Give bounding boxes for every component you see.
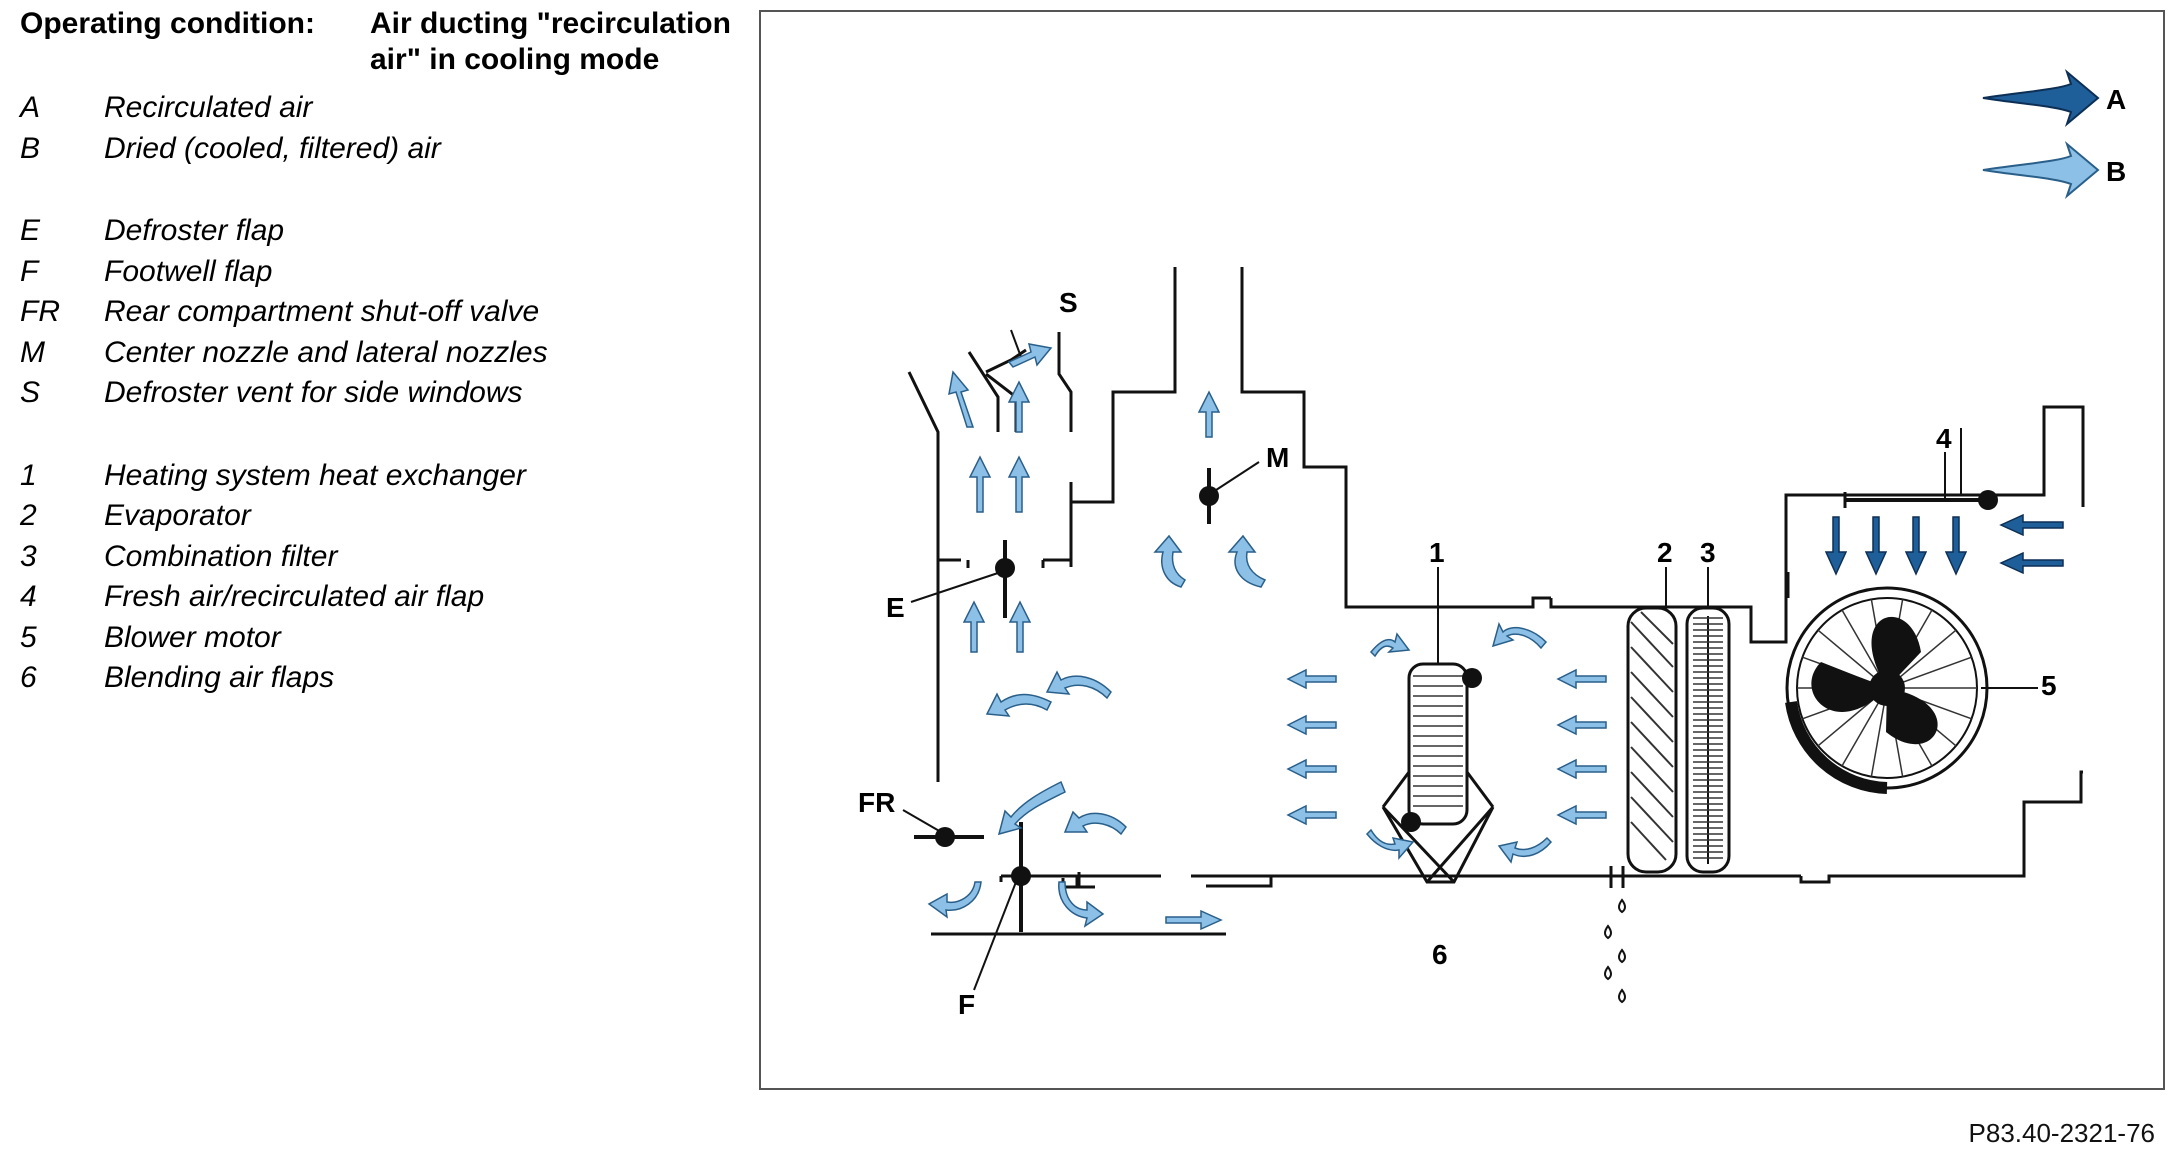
legend-key: M bbox=[20, 335, 45, 369]
label-m: M bbox=[1266, 442, 1289, 473]
airflow-diagram: A B bbox=[759, 10, 2165, 1090]
legend-key: 2 bbox=[20, 499, 37, 532]
combination-filter bbox=[1685, 606, 1731, 874]
legend-item: 1 Heating system heat exchanger bbox=[20, 456, 740, 497]
legend-key: 5 bbox=[20, 620, 37, 654]
inlet-arrows bbox=[1824, 513, 2064, 576]
label-b: B bbox=[2106, 156, 2126, 187]
flap-m bbox=[1199, 461, 1260, 524]
legend-item: F Footwell flap bbox=[20, 252, 740, 293]
legend-text: Center nozzle and lateral nozzles bbox=[104, 335, 548, 369]
legend-key: 6 bbox=[20, 661, 37, 694]
flap-f bbox=[973, 822, 1031, 991]
operating-condition-value: Air ducting "recirculation air" in cooli… bbox=[370, 7, 731, 76]
dried-air-arrows bbox=[927, 343, 1607, 931]
legend-key: 1 bbox=[20, 458, 37, 492]
blower-motor bbox=[1785, 586, 1989, 794]
label-a: A bbox=[2106, 84, 2126, 115]
legend-key: E bbox=[20, 214, 41, 247]
legend-key: F bbox=[20, 254, 39, 288]
legend-text: Evaporator bbox=[104, 499, 251, 532]
label-f: F bbox=[958, 989, 975, 1020]
flap-fr bbox=[902, 809, 984, 847]
legend-key: A bbox=[20, 91, 41, 124]
label-5: 5 bbox=[2041, 670, 2057, 701]
legend-text: Blower motor bbox=[104, 620, 281, 654]
legend-key: B bbox=[20, 131, 41, 165]
legend-item: E Defroster flap bbox=[20, 211, 740, 252]
leader-lines bbox=[1437, 452, 2038, 689]
legend-key: 4 bbox=[20, 580, 37, 613]
operating-condition-label: Operating condition: bbox=[20, 7, 315, 40]
legend-item: B Dried (cooled, filtered) air bbox=[20, 129, 740, 170]
operating-condition: Operating condition: Air ducting "recirc… bbox=[20, 6, 740, 78]
legend-text: Rear compartment shut-off valve bbox=[104, 295, 540, 328]
arrow-legend-a: A bbox=[1982, 68, 2126, 128]
label-1: 1 bbox=[1429, 537, 1445, 568]
legend-key: FR bbox=[20, 295, 60, 328]
legend-panel: Operating condition: Air ducting "recirc… bbox=[20, 6, 740, 699]
label-2: 2 bbox=[1657, 537, 1673, 568]
legend-text: Fresh air/recirculated air flap bbox=[104, 580, 485, 613]
fresh-recirc-flap bbox=[1843, 428, 1998, 510]
legend-item: 2 Evaporator bbox=[20, 496, 740, 537]
label-4: 4 bbox=[1936, 423, 1952, 454]
legend-text: Footwell flap bbox=[104, 254, 273, 288]
legend-gap bbox=[20, 414, 740, 456]
legend-item: M Center nozzle and lateral nozzles bbox=[20, 333, 740, 374]
legend-text: Heating system heat exchanger bbox=[104, 458, 526, 492]
label-6: 6 bbox=[1432, 939, 1448, 970]
flap-s bbox=[985, 329, 1027, 374]
legend-key: S bbox=[20, 376, 41, 409]
legend-item: FR Rear compartment shut-off valve bbox=[20, 292, 740, 333]
legend-text: Combination filter bbox=[104, 539, 338, 573]
evaporator bbox=[1626, 606, 1678, 874]
legend-text: Blending air flaps bbox=[104, 661, 335, 694]
legend-text: Defroster flap bbox=[104, 214, 285, 247]
component-labels: S M E FR F 1 2 3 4 5 6 bbox=[858, 287, 2057, 1020]
condensate-drops bbox=[1604, 898, 1626, 1004]
flap-e bbox=[910, 540, 1015, 618]
label-e: E bbox=[886, 592, 905, 623]
label-fr: FR bbox=[858, 787, 895, 818]
legend-item: 5 Blower motor bbox=[20, 618, 740, 659]
legend-text: Recirculated air bbox=[104, 91, 313, 124]
diagram-canvas: A B bbox=[858, 68, 2126, 1020]
legend-text: Dried (cooled, filtered) air bbox=[104, 131, 441, 165]
label-s: S bbox=[1059, 287, 1078, 318]
legend-text: Defroster vent for side windows bbox=[104, 376, 523, 409]
figure-reference: P83.40-2321-76 bbox=[1968, 1118, 2155, 1148]
legend-item: 3 Combination filter bbox=[20, 537, 740, 578]
arrow-legend-b: B bbox=[1982, 140, 2126, 200]
legend-gap bbox=[20, 169, 740, 211]
drain-outlet bbox=[1609, 866, 1625, 888]
legend-item: S Defroster vent for side windows bbox=[20, 373, 740, 414]
legend-item: A Recirculated air bbox=[20, 88, 740, 129]
label-3: 3 bbox=[1700, 537, 1716, 568]
legend-item: 6 Blending air flaps bbox=[20, 658, 740, 699]
legend-item: 4 Fresh air/recirculated air flap bbox=[20, 577, 740, 618]
legend-key: 3 bbox=[20, 539, 37, 573]
